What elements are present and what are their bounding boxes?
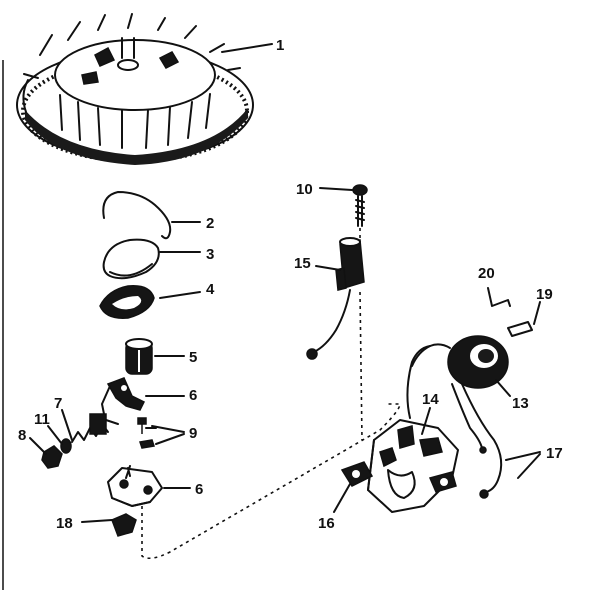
callout-9: 9 xyxy=(189,425,197,442)
dashed-line-condenser xyxy=(359,228,363,441)
screws xyxy=(137,417,157,449)
callout-15: 15 xyxy=(294,255,311,272)
clip xyxy=(111,513,137,537)
wire-clip xyxy=(487,287,511,307)
flywheel xyxy=(16,13,254,165)
leader-9a xyxy=(151,425,185,433)
cover xyxy=(102,238,160,280)
plate xyxy=(99,285,155,319)
dashed-line-bracket-breaker xyxy=(141,403,401,560)
leader-11 xyxy=(47,425,63,445)
lever xyxy=(101,377,146,415)
leader-18 xyxy=(81,519,113,523)
callout-3: 3 xyxy=(206,246,214,263)
leader-15 xyxy=(315,265,341,271)
breaker-assembly xyxy=(340,345,459,513)
callout-16: 16 xyxy=(318,515,335,532)
leader-13 xyxy=(495,379,511,397)
callout-1: 1 xyxy=(276,37,284,54)
callout-18: 18 xyxy=(56,515,73,532)
leader-1 xyxy=(221,43,273,53)
leader-14b xyxy=(517,453,541,479)
coil xyxy=(411,335,509,389)
callout-4: 4 xyxy=(206,281,215,298)
callout-7: 7 xyxy=(54,395,62,412)
callout-11: 11 xyxy=(34,411,50,428)
bracket xyxy=(107,465,163,507)
leads xyxy=(451,383,503,499)
leader-7 xyxy=(61,409,73,441)
callout-2: 2 xyxy=(206,215,214,232)
callout-17: 14 xyxy=(422,391,439,408)
callout-8: 8 xyxy=(18,427,26,444)
tab xyxy=(507,321,533,337)
spring-wire xyxy=(102,191,172,240)
condenser xyxy=(306,237,365,360)
callout-10: 10 xyxy=(296,181,313,198)
callout-5: 5 xyxy=(189,349,197,366)
callout-6b: 6 xyxy=(195,481,203,498)
screw xyxy=(352,184,368,227)
leader-19 xyxy=(533,301,541,325)
callout-19: 19 xyxy=(536,286,553,303)
leader-4 xyxy=(159,291,201,299)
leader-16 xyxy=(333,483,351,513)
callout-13: 13 xyxy=(512,395,529,412)
callout-14: 17 xyxy=(546,445,563,462)
nut-washer-spring xyxy=(41,413,119,469)
leader-9b xyxy=(155,433,185,445)
callout-6a: 6 xyxy=(189,387,197,404)
callout-20: 20 xyxy=(478,265,495,282)
leader-10 xyxy=(319,187,353,191)
leader-14a xyxy=(505,451,541,461)
bushing xyxy=(125,338,153,375)
leader-17 xyxy=(421,407,431,435)
leader-8 xyxy=(29,437,47,455)
